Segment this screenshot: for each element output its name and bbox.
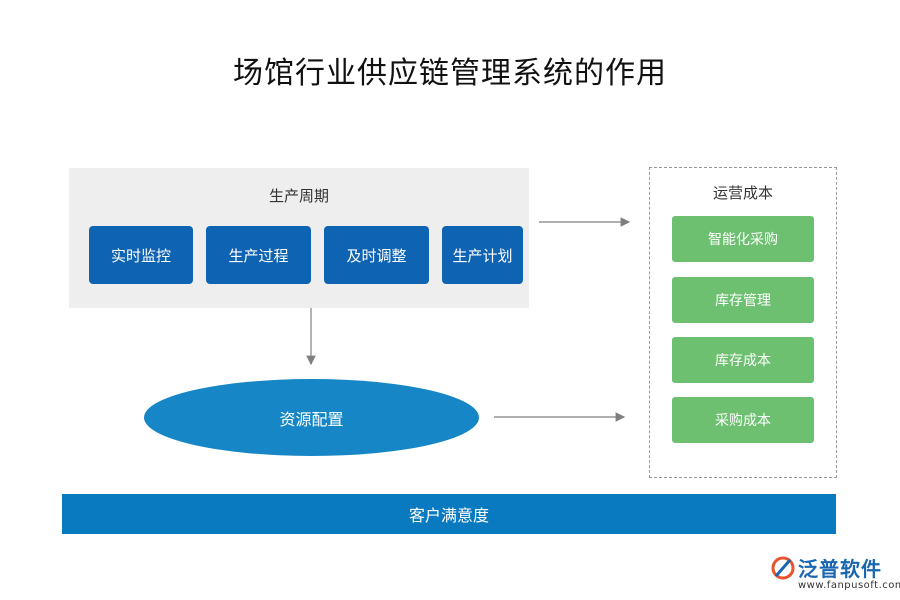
- operating-cost-panel: [649, 167, 837, 478]
- production-plan-box: 生产计划: [442, 226, 523, 284]
- resource-allocation-ellipse: 资源配置: [144, 379, 479, 456]
- smart-procurement-box: 智能化采购: [672, 216, 814, 262]
- inventory-cost-box: 库存成本: [672, 337, 814, 383]
- production-process-box: 生产过程: [206, 226, 311, 284]
- production-cycle-label: 生产周期: [268, 187, 329, 205]
- timely-adjust-box: 及时调整: [324, 226, 429, 284]
- page-title: 场馆行业供应链管理系统的作用: [233, 56, 667, 91]
- customer-satisfaction-bar: 客户满意度: [62, 494, 836, 534]
- operating-cost-label: 运营成本: [712, 184, 773, 202]
- logo-name: 泛普软件: [798, 557, 882, 581]
- realtime-monitor-box: 实时监控: [89, 226, 193, 284]
- procurement-cost-box: 采购成本: [672, 397, 814, 443]
- inventory-management-box: 库存管理: [672, 277, 814, 323]
- fanpu-logo-icon: [771, 556, 795, 580]
- logo-url: www.fanpusoft.com: [798, 580, 900, 591]
